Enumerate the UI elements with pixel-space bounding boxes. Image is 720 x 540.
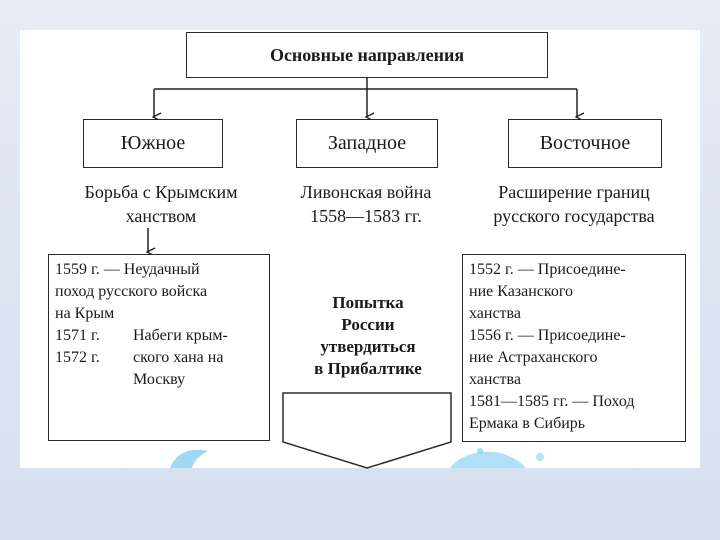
caption-line: Ливонская война <box>300 182 432 202</box>
direction-east-label: Восточное <box>539 132 631 154</box>
west-text-line: России <box>341 315 395 334</box>
diagram-title-box: Основные направления <box>186 32 548 78</box>
event-line: 1552 г. — Присоедине- <box>469 261 626 278</box>
diagram-title: Основные направления <box>269 44 465 65</box>
event-line: 1559 г. — Неудачный <box>55 261 200 278</box>
event-line: ние Астраханского <box>469 349 598 366</box>
event-line: Ермака в Сибирь <box>469 415 586 432</box>
raid-text-line: ского хана на <box>133 349 224 366</box>
raids-group: 1571 г. 1572 г. Набеги крым- ского хана … <box>55 325 263 388</box>
west-text-line: утвердиться <box>320 337 416 356</box>
west-text-line: в Прибалтике <box>314 359 422 378</box>
direction-east-box: Восточное <box>508 119 662 168</box>
event-line: на Крым <box>55 305 115 322</box>
caption-south: Борьба с Крымским ханством <box>45 180 277 228</box>
caption-west: Ливонская война 1558—1583 гг. <box>276 180 456 228</box>
caption-line: русского государства <box>493 206 655 226</box>
west-pentagon-arrow <box>282 392 452 469</box>
event-line: поход русского войска <box>55 283 208 300</box>
decorative-splash <box>150 445 570 468</box>
caption-line: Расширение границ <box>498 182 650 202</box>
event-line: ханства <box>469 305 521 322</box>
raid-year: 1571 г. <box>55 327 100 344</box>
west-panel-text: Попытка России утвердиться в Прибалтике <box>288 292 448 380</box>
west-text-line: Попытка <box>332 293 404 312</box>
direction-south-label: Южное <box>120 132 186 154</box>
direction-west-box: Западное <box>296 119 438 168</box>
caption-line: ханством <box>125 206 197 226</box>
raid-year: 1572 г. <box>55 349 100 366</box>
south-events-panel: 1559 г. — Неудачный поход русского войск… <box>48 254 270 441</box>
raid-description: Набеги крым- ского хана на Москву <box>133 325 228 391</box>
caption-line: Борьба с Крымским <box>84 182 238 202</box>
caption-line: 1558—1583 гг. <box>310 206 422 226</box>
event-line: ханства <box>469 371 521 388</box>
direction-south-box: Южное <box>83 119 223 168</box>
event-line: 1556 г. — Присоедине- <box>469 327 626 344</box>
raid-text-line: Москву <box>133 371 186 388</box>
event-line: 1581—1585 гг. — Поход <box>469 393 635 410</box>
east-events-panel: 1552 г. — Присоедине- ние Казанского хан… <box>462 254 686 442</box>
caption-east: Расширение границ русского государства <box>458 180 690 228</box>
direction-west-label: Западное <box>327 132 407 154</box>
raid-text-line: Набеги крым- <box>133 327 228 344</box>
event-line: ние Казанского <box>469 283 573 300</box>
